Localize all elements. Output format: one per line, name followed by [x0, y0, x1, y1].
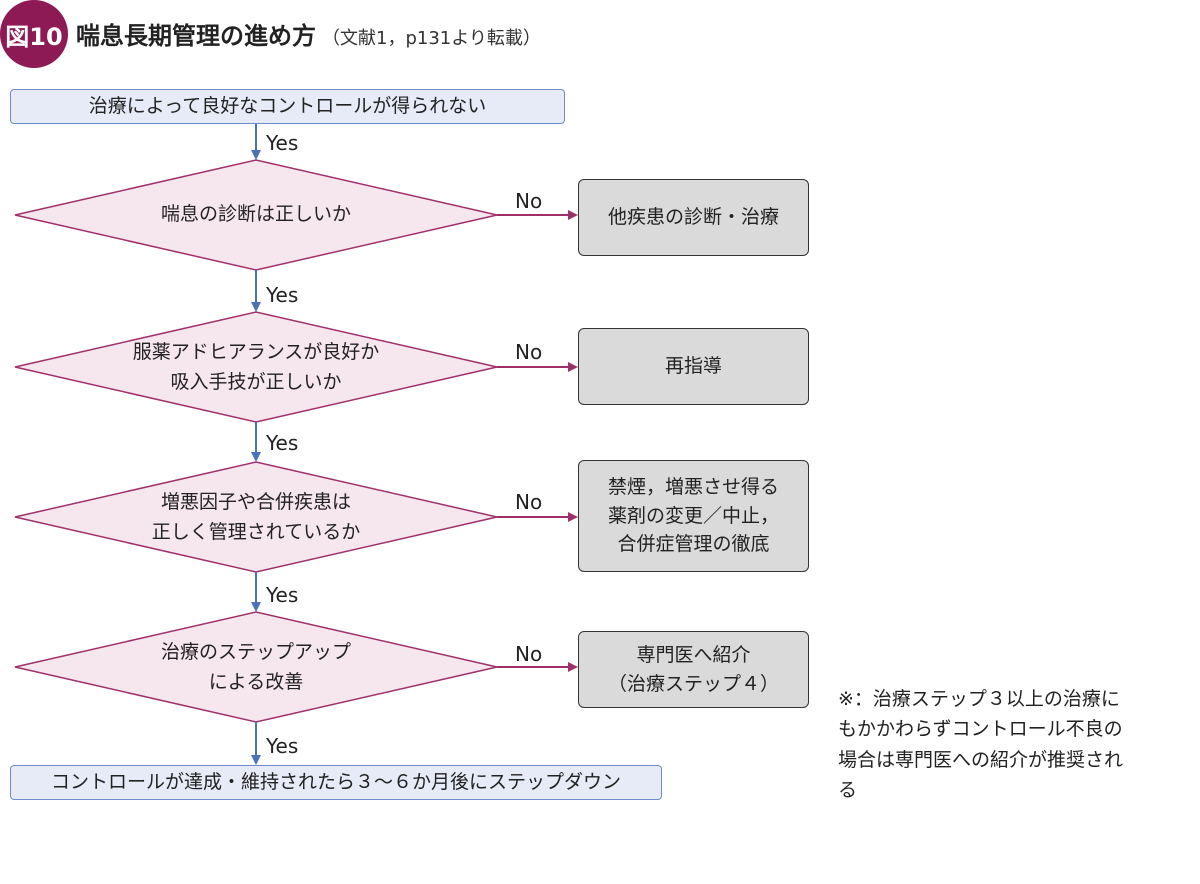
outcome-1-line-1: 他疾患の診断・治療: [607, 206, 779, 229]
outcome-box-2: 再指導: [578, 328, 809, 405]
outcome-3-line-3: 合併症管理の徹底: [617, 533, 770, 556]
decision-2-line-2: 吸入手技が正しいか: [170, 371, 342, 394]
no-label-3: No: [515, 490, 543, 514]
figure-badge: 図10: [0, 0, 68, 68]
decision-1-line-1: 喘息の診断は正しいか: [160, 203, 351, 225]
start-box: 治療によって良好なコントロールが得られない: [10, 89, 565, 124]
end-box: コントロールが達成・維持されたら３〜６か月後にステップダウン: [10, 765, 662, 800]
footnote: ※：治療ステップ３以上の治療にもかかわらずコントロール不良の場合は専門医への紹介…: [838, 688, 1124, 802]
decision-label-4: 治療のステップアップ による改善: [56, 637, 456, 698]
outcome-box-1: 他疾患の診断・治療: [578, 179, 809, 256]
no-label-2: No: [515, 340, 543, 364]
yes-label-3: Yes: [266, 431, 299, 455]
yes-label-4: Yes: [266, 583, 299, 607]
outcome-2-line-1: 再指導: [664, 355, 722, 378]
yes-label-1: Yes: [266, 131, 299, 155]
outcome-3-line-1: 禁煙，増悪させ得る: [607, 476, 779, 499]
no-label-4: No: [515, 642, 543, 666]
decision-label-1: 喘息の診断は正しいか: [56, 199, 456, 229]
yes-label-2: Yes: [266, 283, 299, 307]
decision-3-line-2: 正しく管理されているか: [151, 521, 361, 544]
no-label-1: No: [515, 189, 543, 213]
figure-title: 喘息長期管理の進め方 （文献1，p131より転載）: [76, 16, 541, 51]
outcome-4-line-1: 専門医へ紹介: [636, 644, 751, 666]
decision-4-line-1: 治療のステップアップ: [160, 641, 351, 663]
outcome-4-line-2: （治療ステップ４）: [607, 672, 779, 695]
outcome-box-3: 禁煙，増悪させ得る 薬剤の変更／中止， 合併症管理の徹底: [578, 460, 809, 572]
decision-label-2: 服薬アドヒアランスが良好か 吸入手技が正しいか: [56, 337, 456, 398]
figure-source: （文献1，p131より転載）: [322, 28, 541, 49]
decision-3-line-1: 増悪因子や合併疾患は: [160, 491, 351, 513]
decision-2-line-1: 服薬アドヒアランスが良好か: [132, 341, 380, 363]
outcome-3-line-2: 薬剤の変更／中止，: [607, 504, 779, 527]
outcome-box-4: 専門医へ紹介 （治療ステップ４）: [578, 631, 809, 708]
yes-label-5: Yes: [266, 734, 299, 758]
figure-title-text: 喘息長期管理の進め方: [76, 22, 316, 50]
decision-label-3: 増悪因子や合併疾患は 正しく管理されているか: [56, 487, 456, 548]
decision-4-line-2: による改善: [208, 671, 304, 694]
